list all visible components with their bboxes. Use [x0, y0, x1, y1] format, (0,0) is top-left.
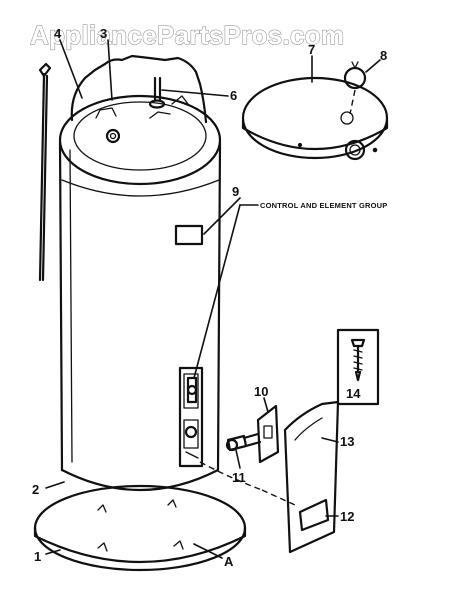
callout-A: A [224, 554, 234, 569]
watermark-text: AppliancePartsPros.com [30, 20, 344, 50]
callout-1: 1 [34, 549, 41, 564]
water-heater-tank [58, 54, 222, 491]
callout-2: 2 [32, 482, 39, 497]
callout-6: 6 [230, 88, 237, 103]
callout-7: 7 [308, 42, 315, 57]
callout-4: 4 [54, 26, 62, 41]
screw-detail [336, 328, 380, 406]
control-element-group-caption: CONTROL AND ELEMENT GROUP [260, 201, 388, 210]
access-cover [283, 400, 340, 554]
callout-11: 11 [232, 470, 246, 485]
callout-3: 3 [100, 26, 107, 41]
callout-12: 12 [340, 509, 354, 524]
top-cover [241, 76, 389, 161]
base-pan [33, 484, 247, 572]
callout-14: 14 [346, 386, 361, 401]
callout-10: 10 [254, 384, 268, 399]
callout-9: 9 [232, 184, 239, 199]
insulation-pad [298, 498, 330, 532]
plug-cap [343, 61, 367, 115]
callout-8: 8 [380, 48, 387, 63]
callout-13: 13 [340, 434, 354, 449]
thermostat-bracket [256, 404, 280, 464]
anode-rod [38, 62, 52, 282]
heating-element [225, 432, 262, 452]
